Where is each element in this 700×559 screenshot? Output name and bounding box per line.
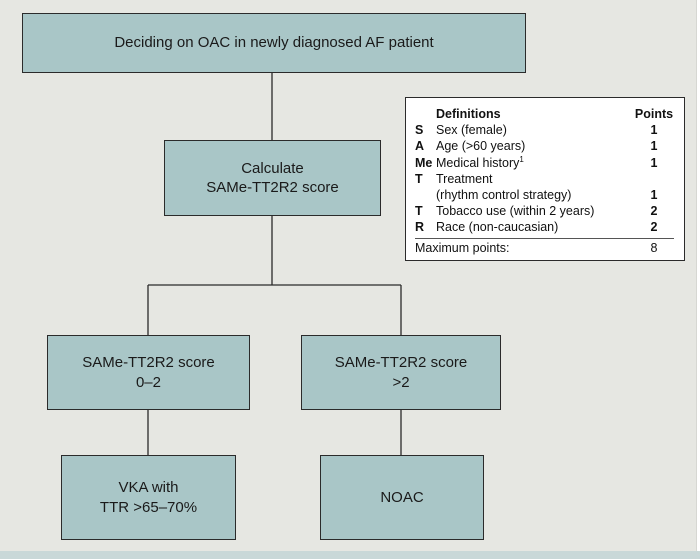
definition-row: (rhythm control strategy) 1 xyxy=(415,187,674,203)
max-points-row: Maximum points: 8 xyxy=(415,237,674,256)
definition-row: T Tobacco use (within 2 years) 2 xyxy=(415,203,674,219)
definition-letter: A xyxy=(415,139,425,154)
definition-text: Tobacco use (within 2 years) xyxy=(436,204,595,219)
definition-letter: Me xyxy=(415,155,433,170)
definitions-header-label: Definitions xyxy=(436,107,501,121)
definition-letter xyxy=(415,187,436,203)
high-score-label: SAMe-TT2R2 score >2 xyxy=(334,354,468,391)
definition-points: 2 xyxy=(650,204,658,219)
definition-row: R Race (non-caucasian) 2 xyxy=(415,219,674,235)
start-node: Deciding on OAC in newly diagnosed AF pa… xyxy=(22,13,526,73)
definition-letter: T xyxy=(415,204,423,219)
definition-points: 1 xyxy=(650,155,658,170)
definitions-table: Definitions Points S Sex (female) 1 A Ag… xyxy=(405,97,685,261)
calculate-score-label: Calculate SAMe-TT2R2 score xyxy=(206,159,339,197)
definition-letter: S xyxy=(415,123,424,138)
definition-letter: T xyxy=(415,171,423,186)
definition-letter: R xyxy=(415,220,425,235)
noac-node: NOAC xyxy=(320,455,484,540)
definition-text: Age (>60 years) xyxy=(436,139,526,154)
definition-row: T Treatment xyxy=(415,171,674,187)
low-score-node: SAMe-TT2R2 score 0–2 xyxy=(47,335,250,410)
definition-text: Medical history xyxy=(436,155,520,170)
max-points-value: 8 xyxy=(650,240,658,255)
definition-points: 2 xyxy=(650,220,658,235)
points-header-label: Points xyxy=(634,107,674,121)
definition-text: Race (non-caucasian) xyxy=(436,220,559,235)
definitions-header-spacer xyxy=(415,106,436,122)
vka-node: VKA with TTR >65–70% xyxy=(61,455,236,540)
definition-text: Sex (female) xyxy=(436,123,507,138)
vka-label: VKA with TTR >65–70% xyxy=(99,479,198,516)
definition-row: S Sex (female) 1 xyxy=(415,122,674,138)
definition-text: (rhythm control strategy) xyxy=(436,187,572,202)
footnote-marker: 1 xyxy=(519,154,524,164)
definition-points: 1 xyxy=(650,187,658,202)
start-node-label: Deciding on OAC in newly diagnosed AF pa… xyxy=(114,34,434,52)
definitions-header: Definitions Points xyxy=(415,106,674,122)
calculate-score-node: Calculate SAMe-TT2R2 score xyxy=(164,140,381,216)
max-points-label: Maximum points: xyxy=(415,240,510,255)
definition-row: A Age (>60 years) 1 xyxy=(415,138,674,154)
low-score-label: SAMe-TT2R2 score 0–2 xyxy=(82,354,215,391)
definition-points xyxy=(634,171,674,187)
bottom-strip xyxy=(0,551,700,559)
definition-text-container: Medical history1 xyxy=(436,155,634,171)
high-score-node: SAMe-TT2R2 score >2 xyxy=(301,335,501,410)
definition-points: 1 xyxy=(650,123,658,138)
definition-points: 1 xyxy=(650,139,658,154)
definition-row: Me Medical history1 1 xyxy=(415,155,674,171)
definition-text: Treatment xyxy=(436,171,493,186)
noac-label: NOAC xyxy=(380,488,424,506)
